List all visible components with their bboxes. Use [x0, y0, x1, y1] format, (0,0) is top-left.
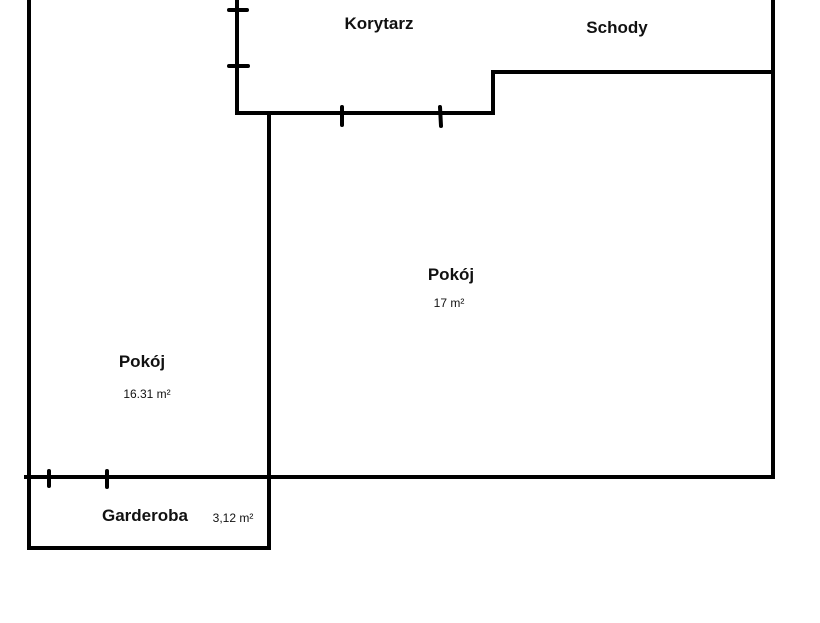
room-area-pokoj-left: 16.31 m² [123, 387, 170, 401]
room-label-garderoba: Garderoba [102, 506, 189, 525]
room-area-pokoj-large: 17 m² [434, 296, 465, 310]
walls [24, 0, 775, 550]
door-marks [47, 8, 443, 489]
room-label-schody: Schody [586, 18, 648, 37]
door-mark [438, 105, 443, 128]
room-label-pokoj-large: Pokój [428, 265, 474, 284]
room-label-korytarz: Korytarz [345, 14, 414, 33]
room-label-pokoj-left: Pokój [119, 352, 165, 371]
room-area-garderoba: 3,12 m² [213, 511, 254, 525]
